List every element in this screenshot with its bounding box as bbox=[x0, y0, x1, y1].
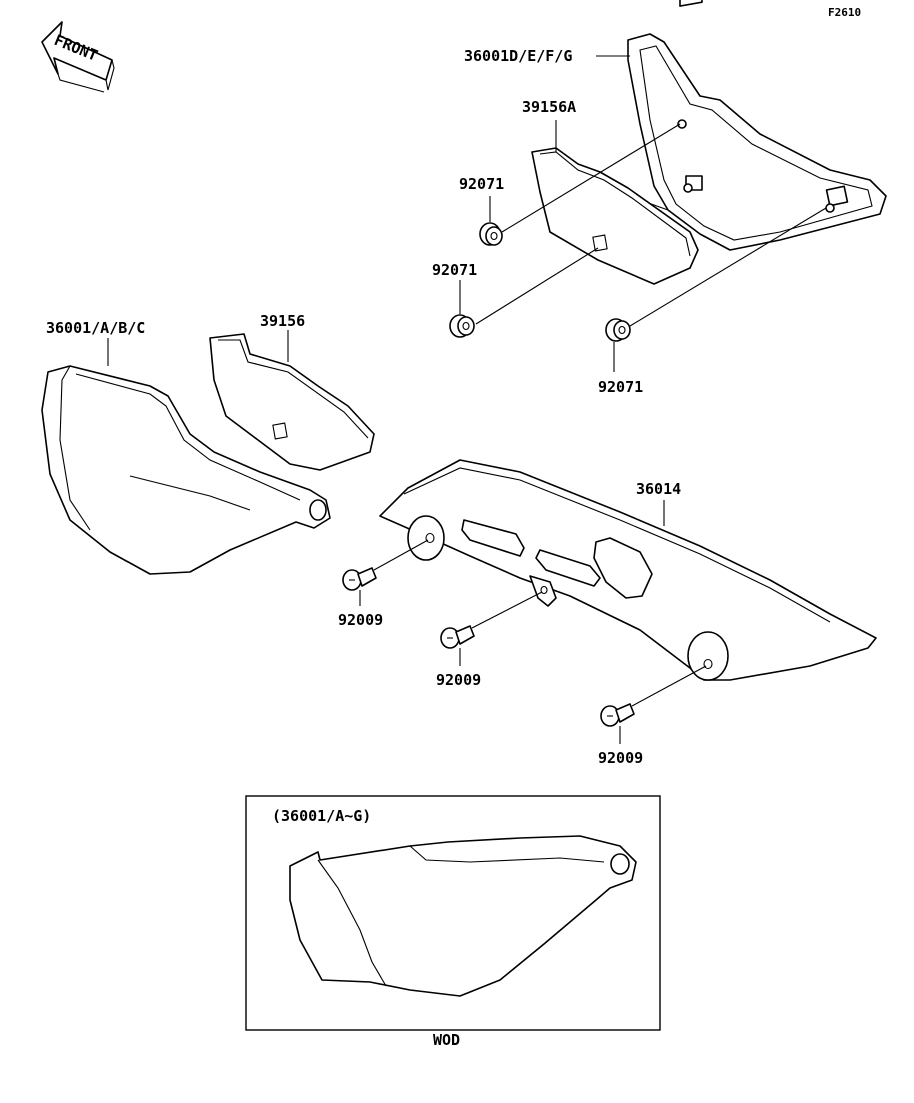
grommet-upper-icon bbox=[479, 222, 503, 246]
label-pad-right: 39156A bbox=[522, 98, 576, 116]
side-cover-right bbox=[599, 0, 887, 251]
side-cover-left bbox=[41, 365, 331, 575]
grommet-lower-icon bbox=[605, 318, 631, 342]
label-bolt-2: 92009 bbox=[436, 671, 481, 689]
inset-box: (36001/A~G) bbox=[245, 795, 661, 1031]
bolt-2-icon bbox=[440, 625, 475, 649]
label-grommet-upper: 92071 bbox=[459, 175, 504, 193]
chain-cover bbox=[379, 459, 877, 681]
bolt-1-icon bbox=[342, 567, 377, 591]
label-grommet-lower: 92071 bbox=[598, 378, 643, 396]
front-arrow-icon: FRONT bbox=[41, 21, 115, 93]
inset-caption: WOD bbox=[433, 1031, 460, 1049]
bolt-3-icon bbox=[600, 703, 635, 727]
label-grommet-middle: 92071 bbox=[432, 261, 477, 279]
label-bolt-1: 92009 bbox=[338, 611, 383, 629]
inset-title: (36001/A~G) bbox=[272, 807, 371, 825]
label-pad-left: 39156 bbox=[260, 312, 305, 330]
label-bolt-3: 92009 bbox=[598, 749, 643, 767]
label-side-cover-right: 36001D/E/F/G bbox=[464, 47, 572, 65]
pad-left bbox=[209, 333, 375, 471]
label-chain-cover: 36014 bbox=[636, 480, 681, 498]
grommet-middle-icon bbox=[449, 314, 475, 338]
figure-code: F2610 bbox=[828, 6, 861, 19]
label-side-cover-left: 36001/A/B/C bbox=[46, 319, 145, 337]
